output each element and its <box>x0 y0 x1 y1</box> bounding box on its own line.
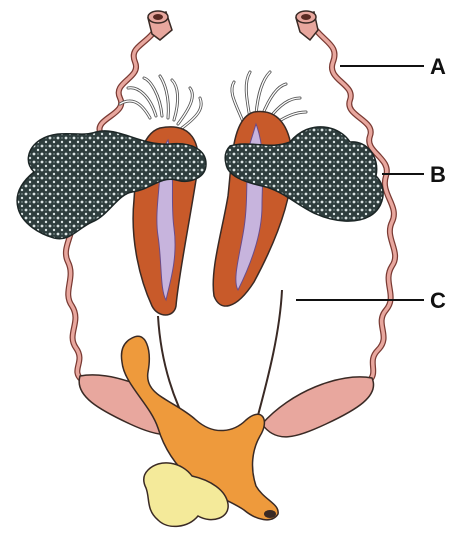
label-c: C <box>430 288 446 313</box>
label-b: B <box>430 162 446 187</box>
duct-opening <box>264 510 276 518</box>
label-a: A <box>430 54 446 79</box>
right-funnel <box>296 11 318 40</box>
right-gland <box>213 112 292 307</box>
left-fimbriae <box>120 76 201 128</box>
right-lower-lobe <box>262 377 374 437</box>
